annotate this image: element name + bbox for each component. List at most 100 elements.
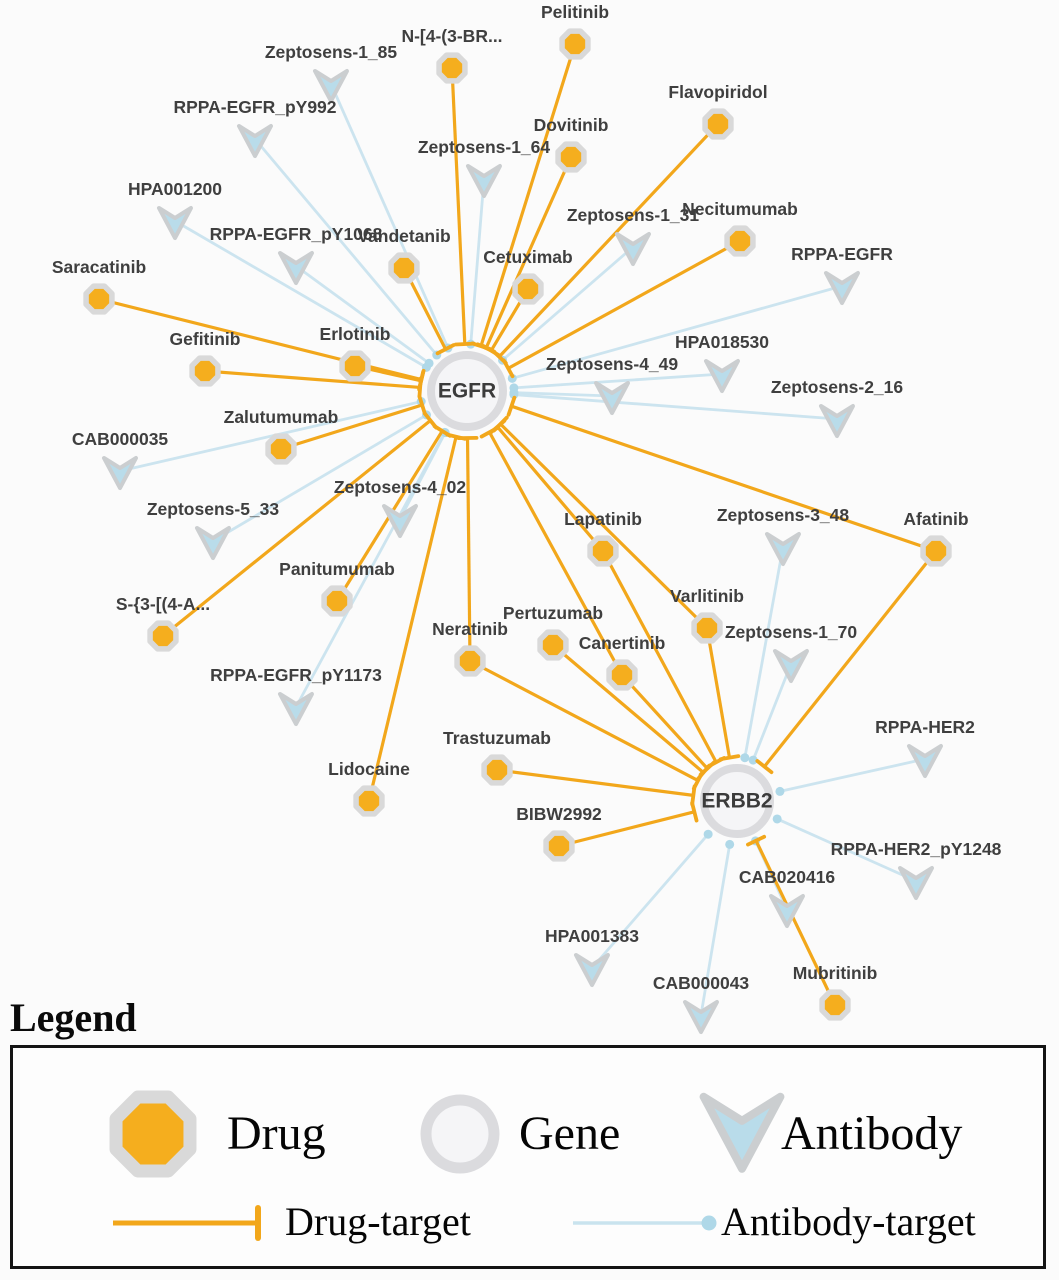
antibody-target-edge-rppa-egfr-py1068	[295, 264, 434, 368]
drug-node-necitumumab[interactable]	[724, 225, 756, 257]
drug-node-trastuzumab[interactable]	[481, 754, 513, 786]
drug-node-varlitinib[interactable]	[691, 612, 723, 644]
node-label-n-4-3-br: N-[4-(3-BR...	[401, 26, 502, 46]
node-label-cab000043: CAB000043	[653, 973, 750, 993]
node-label-zeptosens-2-16: Zeptosens-2_16	[771, 377, 904, 397]
node-label-hpa018530: HPA018530	[675, 332, 769, 352]
antibody-node-zeptosens-5-33[interactable]	[195, 526, 231, 560]
node-label-trastuzumab: Trastuzumab	[443, 728, 551, 748]
node-label-rppa-her2-py1248: RPPA-HER2_pY1248	[831, 839, 1002, 859]
gene-legend-circle	[420, 1094, 500, 1174]
drug-node-flavopiridol[interactable]	[702, 108, 734, 140]
drug-node-afatinib[interactable]	[920, 535, 952, 567]
drug-target-legend-icon	[113, 1205, 261, 1241]
legend-label-drug: Drug	[227, 1107, 326, 1160]
drug-node-neratinib[interactable]	[454, 645, 486, 677]
node-label-zeptosens-4-49: Zeptosens-4_49	[546, 354, 679, 374]
antibody-node-zeptosens-3-48[interactable]	[765, 532, 801, 566]
antibody-node-zeptosens-1-70[interactable]	[773, 649, 809, 683]
node-label-rppa-egfr-py1173: RPPA-EGFR_pY1173	[210, 665, 382, 685]
node-label-saracatinib: Saracatinib	[52, 257, 146, 277]
antibody-node-hpa001383[interactable]	[574, 953, 610, 987]
node-label-rppa-egfr-py1068: RPPA-EGFR_pY1068	[210, 224, 383, 244]
node-label-hpa001200: HPA001200	[128, 179, 222, 199]
drug-target-edge-zalutumumab	[280, 394, 427, 451]
antibody-legend-icon	[699, 1092, 785, 1173]
antibody-node-zeptosens-1-31[interactable]	[615, 232, 651, 266]
drug-target-edge-pertuzumab	[551, 643, 712, 782]
antibody-node-rppa-egfr[interactable]	[824, 271, 860, 305]
antibody-node-zeptosens-4-49[interactable]	[594, 381, 630, 415]
node-label-necitumumab: Necitumumab	[682, 199, 798, 219]
antibody-legend-vee	[699, 1092, 785, 1173]
drug-node-cetuximab[interactable]	[512, 273, 544, 305]
antibody-node-zeptosens-2-16[interactable]	[819, 404, 855, 438]
drug-node-pelitinib[interactable]	[559, 28, 591, 60]
drug-node-s-3-4-a[interactable]	[147, 620, 179, 652]
label-layer: EGFRERBB2PelitinibN-[4-(3-BR...Dovitinib…	[52, 2, 1002, 993]
gene-node-erbb2[interactable]	[700, 764, 774, 838]
node-label-zeptosens-1-31: Zeptosens-1_31	[567, 205, 700, 225]
node-label-dovitinib: Dovitinib	[534, 115, 609, 135]
node-label-zeptosens-4-02: Zeptosens-4_02	[334, 477, 467, 497]
drug-node-bibw2992[interactable]	[543, 830, 575, 862]
node-label-zeptosens-5-33: Zeptosens-5_33	[147, 499, 280, 519]
drug-node-canertinib[interactable]	[606, 659, 638, 691]
drug-target-edge-trastuzumab	[496, 768, 697, 807]
antibody-node-zeptosens-1-85[interactable]	[313, 69, 349, 103]
node-label-flavopiridol: Flavopiridol	[668, 82, 767, 102]
node-label-afatinib: Afatinib	[903, 509, 968, 529]
node-label-lidocaine: Lidocaine	[328, 759, 410, 779]
antibody-node-rppa-egfr-py1068[interactable]	[278, 251, 314, 285]
legend-title: Legend	[10, 995, 137, 1040]
antibody-node-cab000035[interactable]	[102, 456, 138, 490]
drug-node-gefitinib[interactable]	[189, 355, 221, 387]
drug-node-lidocaine[interactable]	[353, 785, 385, 817]
drug-target-edge-necitumumab	[501, 239, 741, 379]
antibody-node-hpa001200[interactable]	[157, 206, 193, 240]
node-label-rppa-egfr-py992: RPPA-EGFR_pY992	[173, 97, 336, 117]
node-label-pertuzumab: Pertuzumab	[503, 603, 603, 623]
drug-node-dovitinib[interactable]	[555, 141, 587, 173]
drug-node-lapatinib[interactable]	[587, 535, 619, 567]
antibody-target-edge-cab000043	[699, 839, 735, 1016]
node-label-lapatinib: Lapatinib	[564, 509, 642, 529]
antibody-node-hpa018530[interactable]	[704, 359, 740, 393]
antibody-node-cab020416[interactable]	[769, 894, 805, 928]
gene-node-egfr[interactable]	[427, 351, 507, 431]
antibody-node-rppa-her2[interactable]	[907, 744, 943, 778]
node-layer	[83, 28, 952, 1034]
antibody-node-zeptosens-4-02[interactable]	[382, 504, 418, 538]
antibody-node-zeptosens-1-64[interactable]	[466, 164, 502, 198]
legend-box: Drug Gene Antibody Drug-target Antibody-…	[10, 1045, 1046, 1269]
drug-legend-icon	[109, 1090, 197, 1178]
gene-label-erbb2: ERBB2	[701, 790, 772, 813]
node-label-erlotinib: Erlotinib	[320, 324, 391, 344]
antibody-node-rppa-egfr-py1173[interactable]	[278, 692, 314, 726]
drug-node-saracatinib[interactable]	[83, 283, 115, 315]
antibody-node-rppa-egfr-py992[interactable]	[237, 124, 273, 158]
drug-node-mubritinib[interactable]	[819, 989, 851, 1021]
node-label-mubritinib: Mubritinib	[793, 963, 878, 983]
node-label-panitumumab: Panitumumab	[279, 559, 395, 579]
drug-node-n-4-3-br[interactable]	[436, 52, 468, 84]
drug-node-pertuzumab[interactable]	[537, 629, 569, 661]
drug-node-erlotinib[interactable]	[339, 350, 371, 382]
antibody-target-edge-zeptosens-2-16	[509, 390, 838, 421]
antibody-node-rppa-her2-py1248[interactable]	[898, 866, 934, 900]
node-label-zalutumumab: Zalutumumab	[224, 407, 339, 427]
drug-node-panitumumab[interactable]	[321, 585, 353, 617]
node-label-rppa-egfr: RPPA-EGFR	[791, 244, 893, 264]
antibody-node-cab000043[interactable]	[683, 1000, 719, 1034]
gene-label-egfr: EGFR	[438, 380, 496, 403]
node-label-hpa001383: HPA001383	[545, 926, 639, 946]
node-label-cetuximab: Cetuximab	[483, 247, 572, 267]
antibody-target-edge-hpa001383	[590, 829, 713, 969]
node-label-rppa-her2: RPPA-HER2	[875, 717, 975, 737]
drug-node-vandetanib[interactable]	[388, 252, 420, 284]
drug-node-zalutumumab[interactable]	[265, 433, 297, 465]
antibody-target-legend-icon	[573, 1215, 717, 1231]
node-label-cab000035: CAB000035	[72, 429, 169, 449]
antibody-target-edge-zeptosens-1-70	[748, 663, 793, 765]
legend-label-antibody: Antibody	[781, 1107, 963, 1160]
